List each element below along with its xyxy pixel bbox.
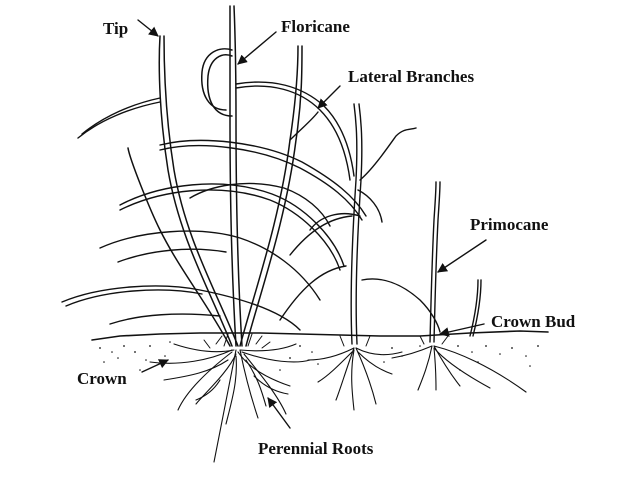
label-lateral-branches: Lateral Branches [348, 67, 475, 86]
label-primocane: Primocane [470, 215, 549, 234]
label-crown: Crown [77, 369, 127, 388]
soil-surface [91, 330, 549, 341]
primocane-stem [429, 181, 482, 343]
crown-mass [203, 333, 449, 349]
soil-stipple [99, 341, 539, 371]
label-leader-arrows [137, 19, 487, 429]
floricane-stems [127, 5, 303, 347]
middle-cane [309, 103, 441, 345]
lateral-branch-arches [61, 81, 367, 331]
label-tip: Tip [103, 19, 129, 38]
label-perennial-roots: Perennial Roots [258, 439, 374, 458]
label-floricane: Floricane [281, 17, 350, 36]
label-crown-bud: Crown Bud [491, 312, 576, 331]
